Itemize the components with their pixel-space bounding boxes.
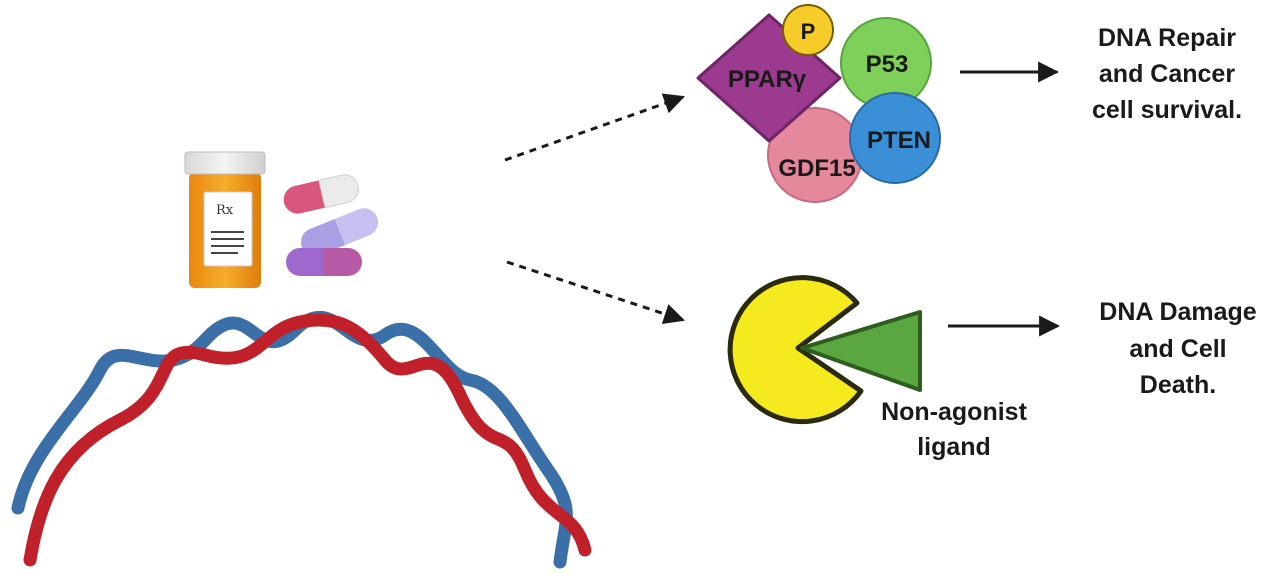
medicine-illustration: Rx <box>184 151 379 288</box>
capsule-lavender-icon <box>301 208 379 257</box>
rx-label: Rx <box>216 203 234 218</box>
phospho-label: P <box>801 19 816 44</box>
outcome-bottom-line-2: and Cell <box>1129 335 1226 363</box>
protein-complex: P PPARγ P53 PTEN GDF15 <box>696 4 941 203</box>
ppar-gamma-label: PPARγ <box>728 66 807 93</box>
p53-label: P53 <box>866 51 909 78</box>
capsule-pink-icon <box>283 174 359 214</box>
non-agonist-ligand-icon <box>800 310 922 392</box>
outcome-bottom-line-3: Death. <box>1140 371 1216 399</box>
phospho-group-icon <box>782 4 834 56</box>
ligand-label-line-1: Non-agonist <box>881 398 1027 426</box>
outcome-bottom-line-1: DNA Damage <box>1099 298 1257 326</box>
dashed-arrow-bottom <box>506 260 685 325</box>
dna-strand-red <box>23 313 592 567</box>
capsule-purple-icon <box>286 248 362 276</box>
outcome-top-line-1: DNA Repair <box>1098 24 1236 52</box>
ligand-label-line-2: ligand <box>917 433 991 461</box>
outcome-top-line-2: and Cancer <box>1099 60 1235 88</box>
gdf15-label: GDF15 <box>778 155 855 182</box>
outcome-bottom: DNA Damage and Cell Death. <box>1099 298 1257 399</box>
dashed-arrow-top <box>504 93 685 162</box>
dna-strand-blue <box>11 310 573 569</box>
dna-helix-icon <box>11 310 592 569</box>
receptor-pacman-icon <box>727 275 864 425</box>
pten-label: PTEN <box>867 127 931 154</box>
receptor-ligand-complex: Non-agonist ligand <box>727 275 1028 461</box>
outcome-top: DNA Repair and Cancer cell survival. <box>1092 24 1242 124</box>
outcome-top-line-3: cell survival. <box>1092 96 1242 124</box>
pten-protein-icon <box>849 92 941 184</box>
pill-bottle-icon: Rx <box>184 151 266 288</box>
